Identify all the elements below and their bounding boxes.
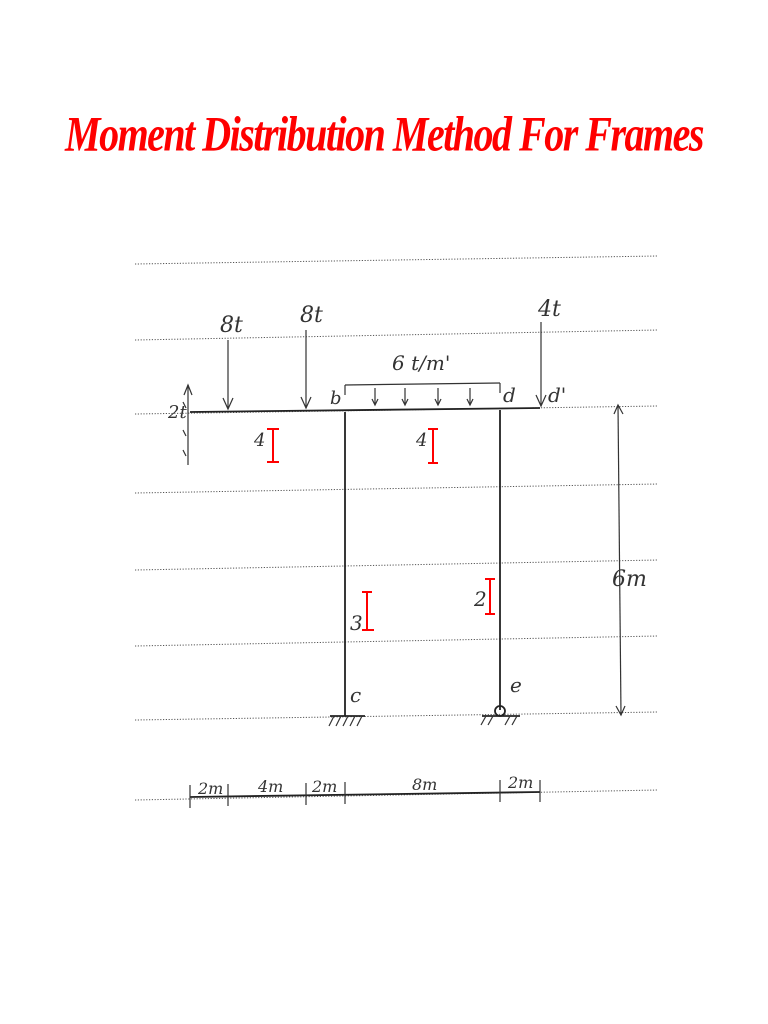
beam (189, 407, 541, 413)
point-load-1-label: 8t (220, 313, 243, 338)
beam-left-inertia-symbol (267, 428, 279, 463)
height-label: 6m (612, 567, 647, 592)
node-c-label: c (350, 683, 361, 707)
span-3-label: 2m (311, 777, 337, 796)
left-load-label: 2t (167, 402, 187, 423)
height-dimension (613, 403, 626, 717)
udl-arrows (344, 382, 501, 407)
node-b-label: b (330, 388, 342, 409)
col-right-inertia-value: 2 (473, 587, 487, 611)
hinge-support-e (480, 705, 520, 726)
col-left-inertia-value: 3 (350, 611, 363, 635)
point-load-3-arrow (535, 322, 547, 408)
fixed-support-c (328, 715, 365, 727)
beam-right-inertia-symbol (428, 428, 438, 464)
point-load-2-label: 8t (300, 303, 323, 328)
udl-label: 6 t/m' (392, 351, 450, 375)
ruled-lines (134, 255, 659, 801)
point-load-1-arrow (222, 340, 234, 411)
node-d-label: d (503, 383, 516, 407)
beam-right-inertia-value: 4 (415, 430, 427, 451)
beam-left-inertia-value: 4 (253, 430, 265, 451)
horizontal-load-arrow (182, 383, 193, 465)
point-load-3-label: 4t (537, 297, 561, 322)
span-5-label: 2m (507, 773, 533, 792)
page-title: Moment Distribution Method For Frames (65, 105, 704, 162)
span-2-label: 4m (257, 777, 283, 796)
col-right-inertia-symbol (485, 578, 495, 615)
node-e-label: e (510, 673, 522, 697)
span-dimension-line (189, 780, 541, 808)
col-left-inertia-symbol (362, 591, 374, 631)
node-d-prime-label: d' (548, 383, 566, 407)
span-4-label: 8m (412, 775, 437, 794)
span-1-label: 2m (197, 779, 223, 798)
point-load-2-arrow (300, 330, 312, 410)
